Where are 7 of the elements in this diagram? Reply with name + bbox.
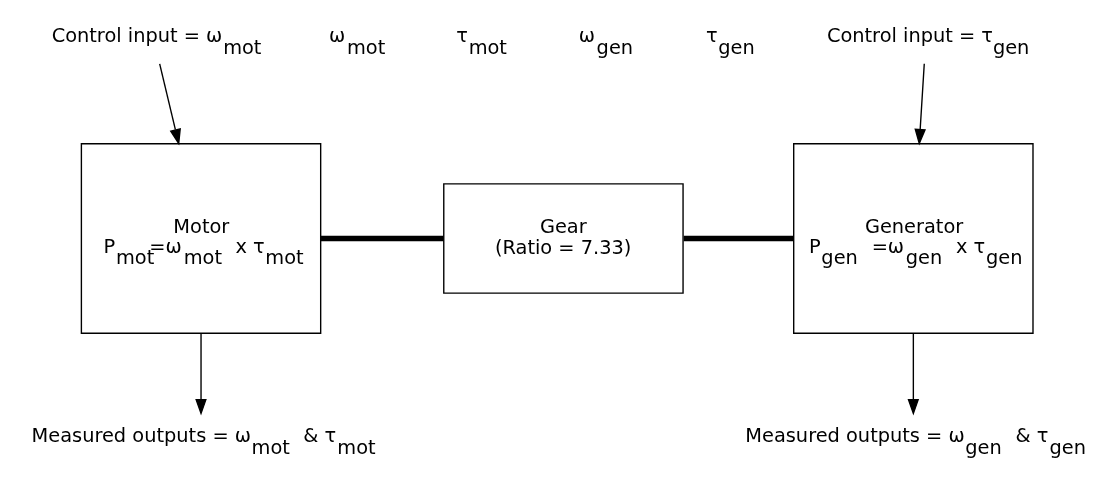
node-box: Gear (Ratio = 7.33) — [442, 183, 684, 294]
arrow — [907, 333, 919, 416]
arrow — [158, 63, 181, 146]
arrow — [913, 63, 926, 146]
arrow — [194, 333, 207, 416]
connector — [320, 235, 444, 242]
connector — [683, 235, 794, 242]
